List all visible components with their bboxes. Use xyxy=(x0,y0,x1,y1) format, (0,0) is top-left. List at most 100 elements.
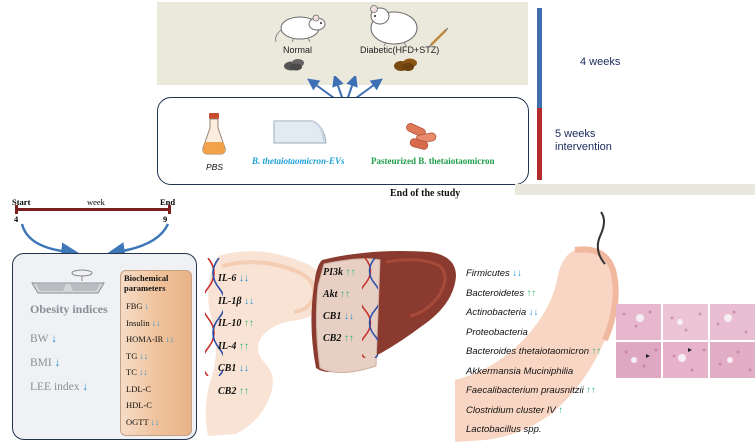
up-arrow-icon: ↑ xyxy=(344,289,350,300)
biochemical-column xyxy=(120,270,192,436)
obesity-item-label: LEE index xyxy=(30,381,80,393)
biochemical-item-trend: ↓ xyxy=(143,301,149,311)
timeline-bar-induction xyxy=(537,8,542,108)
intestine-marker-label: IL-4 xyxy=(218,340,237,352)
biochemical-item-trend: ↓↓ xyxy=(137,367,148,377)
biochemical-item-label: OGTT xyxy=(126,416,149,427)
liver-marker: CB2 ↑↑ xyxy=(323,328,383,350)
intestine-marker-label: IL-6 xyxy=(218,273,237,284)
liver-illustration xyxy=(311,251,456,373)
intestine-marker: IL-4 ↑↑ xyxy=(218,336,288,359)
liver-marker-trend: ↑↑ xyxy=(337,289,350,300)
bacteria-item: Lactobacillus spp. xyxy=(466,420,626,440)
end-of-study-label: End of the study xyxy=(390,188,461,199)
down-arrow-icon: ↓ xyxy=(156,317,161,328)
down-arrow-icon: ↓ xyxy=(243,273,249,284)
up-arrow-icon: ↑ xyxy=(238,385,244,397)
bacteria-item: Actinobacteria ↓↓ xyxy=(466,303,626,323)
intestine-marker: IL-6 ↓↓ xyxy=(218,268,288,291)
pasteurized-label: Pasteurized B. thetaiotaomicron xyxy=(371,156,495,166)
up-arrow-icon: ↑ xyxy=(348,333,354,344)
down-arrow-icon: ↓ xyxy=(517,268,522,279)
bacteria-item-trend: ↓↓ xyxy=(510,268,522,279)
phase2-label-line2: intervention xyxy=(555,141,612,153)
down-arrow-icon: ↓ xyxy=(238,273,244,284)
diabetic-label: Diabetic(HFD+STZ) xyxy=(360,45,440,55)
up-arrow-icon: ↑ xyxy=(558,404,564,416)
bacteria-item-label: Proteobacteria xyxy=(466,326,528,338)
bacteria-item-label: Actinobacteria xyxy=(466,307,527,318)
up-arrow-icon: ↑ xyxy=(248,318,254,329)
biochemical-title: Biochemical parameters xyxy=(124,273,168,293)
histology-texture xyxy=(622,310,752,372)
down-arrow-icon: ↓ xyxy=(151,317,156,328)
biochemical-item-label: TC xyxy=(126,367,137,377)
syringe-icon xyxy=(428,27,449,48)
timeline-bar-intervention xyxy=(537,108,542,180)
biochemical-item-label: FBG xyxy=(126,301,143,311)
up-arrow-icon: ↑ xyxy=(350,267,356,278)
start-week-number: 4 xyxy=(14,214,19,224)
down-arrow-icon: ↓ xyxy=(51,333,57,345)
liver-marker-trend: ↓↓ xyxy=(341,311,354,322)
liver-marker: CB1 ↓↓ xyxy=(323,306,383,328)
down-arrow-icon: ↓ xyxy=(348,311,354,322)
evs-label: B. thetaiotaomicron-EVs xyxy=(252,156,345,166)
dna-helix-icon xyxy=(362,258,378,358)
normal-mouse-icon xyxy=(275,14,326,43)
biochemical-item: TC ↓↓ xyxy=(126,364,192,381)
liver-marker: Akt ↑↑ xyxy=(323,284,383,306)
down-arrow-icon: ↓ xyxy=(528,307,534,318)
down-arrow-icon: ↓ xyxy=(54,357,61,369)
induction-panel xyxy=(157,2,528,85)
intestine-marker-trend: ↓↓ xyxy=(236,363,249,374)
biochemical-item: TG ↓↓ xyxy=(126,348,192,365)
biochemical-list: FBG ↓Insulin ↓↓HOMA-IR ↓↓TG ↓↓TC ↓↓LDL-C… xyxy=(126,298,192,430)
bacteria-item: Bacteroides thetaiotaomicron ↑↑ xyxy=(466,342,626,362)
down-arrow-icon: ↓ xyxy=(248,295,254,307)
histology-image xyxy=(663,304,708,340)
up-arrow-icon: ↑ xyxy=(243,318,249,329)
biochemical-item: HDL-C xyxy=(126,397,192,414)
intestine-marker-label: IL-10 xyxy=(218,318,242,329)
down-arrow-icon: ↓ xyxy=(169,334,174,344)
biochemical-item-label: HDL-C xyxy=(126,400,152,410)
liver-marker-label: Akt xyxy=(323,289,338,300)
bacteria-item: Faecalibacterium prausnitzii ↑↑ xyxy=(466,381,626,401)
normal-feces-icon xyxy=(284,59,304,71)
biochemical-item-label: TG xyxy=(126,350,138,361)
bacteria-item-label: Bacteroides thetaiotaomicron xyxy=(466,346,590,357)
week-axis-line xyxy=(16,208,170,211)
liver-marker-label: PI3k xyxy=(323,267,343,278)
down-arrow-icon: ↓ xyxy=(139,350,144,361)
intestine-marker-label: IL-1β xyxy=(218,295,242,307)
phase1-label: 4 weeks xyxy=(580,56,621,68)
down-arrow-icon: ↓ xyxy=(243,295,249,307)
liver-marker: PI3k ↑↑ xyxy=(323,262,383,284)
intestine-marker: CB1 ↓↓ xyxy=(218,358,288,381)
up-arrow-icon: ↑ xyxy=(596,346,602,357)
week-axis-tick-end xyxy=(168,205,171,214)
down-arrow-icon: ↓ xyxy=(238,363,244,374)
bacteria-item: Bacteroidetes ↑↑ xyxy=(466,284,626,304)
down-arrow-icon: ↓ xyxy=(150,416,155,427)
down-arrow-icon: ↓ xyxy=(512,268,518,279)
week-axis-tick-start xyxy=(15,205,18,214)
biochemical-item-trend: ↓↓ xyxy=(163,334,174,344)
up-arrow-icon: ↑ xyxy=(586,385,592,396)
biochemical-item-label: Insulin xyxy=(126,317,150,328)
obesity-indices-title: Obesity indices xyxy=(30,302,108,316)
intestine-marker-label: CB1 xyxy=(218,363,237,374)
biochemical-item-label: LDL-C xyxy=(126,383,152,394)
bacteria-item-label: Faecalibacterium prausnitzii xyxy=(466,385,584,396)
down-arrow-icon: ↓ xyxy=(139,367,144,377)
pbs-label: PBS xyxy=(206,162,224,172)
liver-marker-label: CB1 xyxy=(323,311,342,322)
histology-image xyxy=(663,342,708,378)
pbs-flask-icon xyxy=(202,113,226,155)
histology-image xyxy=(710,304,755,340)
bacteria-item: Firmicutes ↓↓ xyxy=(466,264,626,284)
biochemical-item: Insulin ↓↓ xyxy=(126,315,192,332)
week-axis-arrows xyxy=(20,223,170,258)
bacteria-item-trend: ↑↑ xyxy=(524,288,537,299)
